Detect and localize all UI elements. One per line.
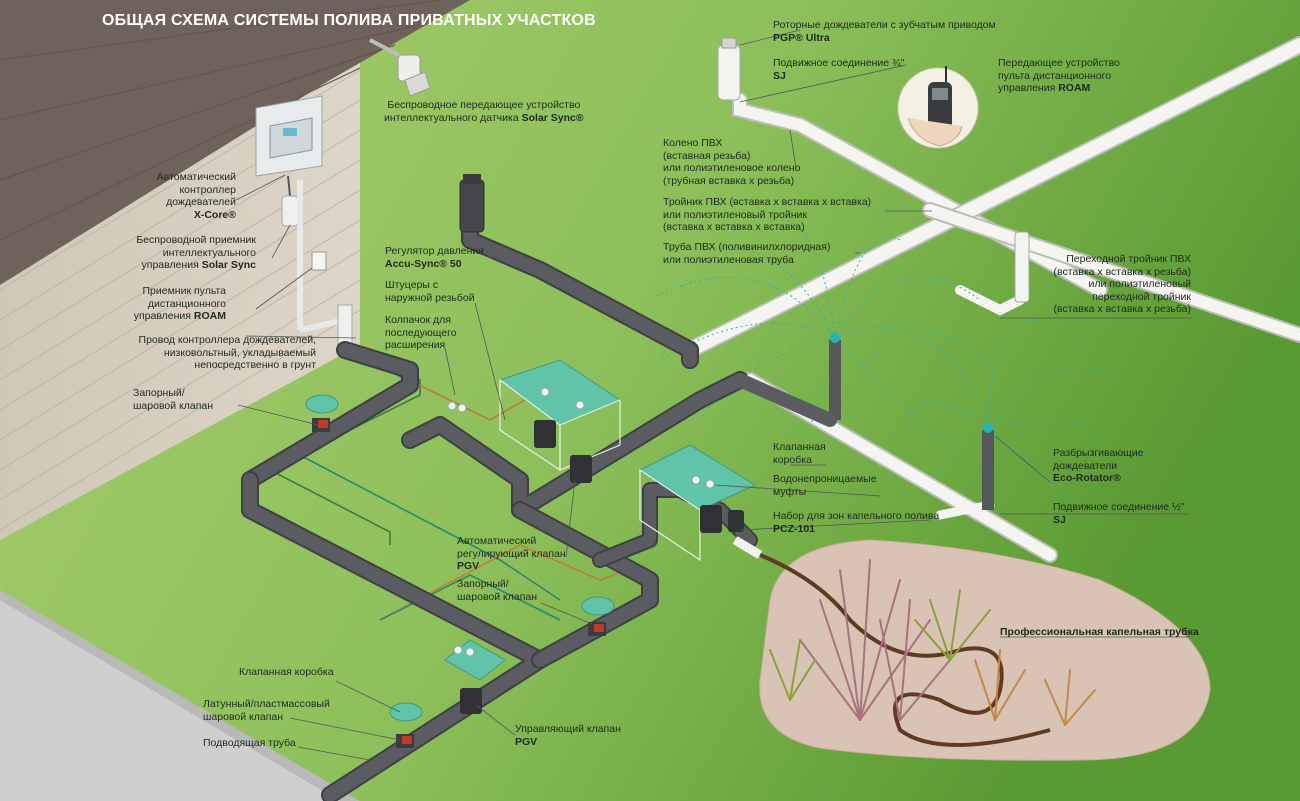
label-swing-joint-34: Подвижное соединение ¾" SJ — [773, 57, 905, 82]
label-brass-valve: Латунный/пластмассовый шаровой клапан — [203, 698, 330, 723]
label-eco-rotator: Разбрызгивающие дождеватели Eco-Rotator® — [1053, 447, 1144, 484]
label-valve-box-left: Клапанная коробка — [239, 666, 334, 678]
label-transition-tee: Переходной тройник ПВХ (вставка х вставк… — [1053, 253, 1191, 315]
label-pressure-regulator: Регулятор давления Accu-Sync® 50 — [385, 245, 484, 270]
label-roam-transmitter: Передающее устройство пульта дистанционн… — [998, 57, 1120, 94]
leader-lines — [235, 29, 1192, 761]
label-drip-tube: Профессиональная капельная трубка — [1000, 626, 1199, 638]
roam-remote-icon — [897, 66, 979, 149]
diagram-title: ОБЩАЯ СХЕМА СИСТЕМЫ ПОЛИВА ПРИВАТНЫХ УЧА… — [102, 12, 596, 29]
ornamental-grasses — [769, 559, 1096, 726]
label-pgv-auto-valve: Автоматический регулирующий клапан PGV — [457, 535, 566, 572]
label-control-valve: Управляющий клапан PGV — [515, 723, 621, 748]
label-roam-receiver: Приемник пульта дистанционного управлени… — [133, 285, 226, 322]
solar-sync-transmitter-icon — [369, 38, 431, 97]
valve-box-top — [498, 359, 622, 472]
pgp-rotor-icon — [717, 37, 1030, 303]
label-ball-valve-1: Запорный/ шаровой клапан — [133, 387, 214, 412]
label-swing-joint-12: Подвижное соединение ½" SJ — [1053, 501, 1185, 526]
pgv-valves — [460, 420, 744, 714]
waterproof-connectors-icon — [447, 387, 715, 657]
x-core-controller-icon — [255, 95, 353, 346]
label-elbow: Колено ПВХ (вставная резьба) или полиэти… — [663, 137, 801, 187]
sidewalk-edge — [0, 590, 360, 801]
eco-rotator-icon — [829, 333, 994, 510]
label-supply-pipe: Подводящая труба — [203, 737, 296, 749]
label-waterproof-connectors: Водонепроницаемые муфты — [773, 473, 877, 498]
label-solar-transmitter: Беспроводное передающее устройство интел… — [384, 99, 584, 124]
round-valve-lids — [305, 394, 615, 722]
label-pgp-rotor: Роторные дождеватели с зубчатым приводом… — [773, 19, 996, 44]
label-solar-receiver: Беспроводной приемник интеллектуального … — [136, 234, 256, 271]
accu-sync-regulator-icon — [459, 174, 485, 233]
label-drip-kit: Набор для зон капельного полива PCZ-101 — [773, 510, 940, 535]
drip-bed — [732, 536, 1211, 761]
label-cap: Колпачок для последующего расширения — [385, 314, 457, 351]
label-wire: Провод контроллера дождевателей, низково… — [138, 334, 316, 371]
label-tee: Тройник ПВХ (вставка х вставка х вставка… — [663, 196, 872, 233]
roof — [0, 0, 470, 285]
roof-shingle-lines — [0, 0, 441, 241]
label-xcore: Автоматический контроллер дождевателей X… — [156, 171, 236, 221]
ball-valve-icons — [312, 418, 606, 748]
label-ball-valve-2: Запорный/ шаровой клапан — [457, 578, 538, 603]
label-valve-box-right: Клапанная коробка — [773, 441, 826, 466]
label-pipe: Труба ПВХ (поливинилхлоридная) или полиэ… — [663, 241, 831, 266]
label-threaded-fittings: Штуцеры с наружной резьбой — [385, 279, 475, 304]
